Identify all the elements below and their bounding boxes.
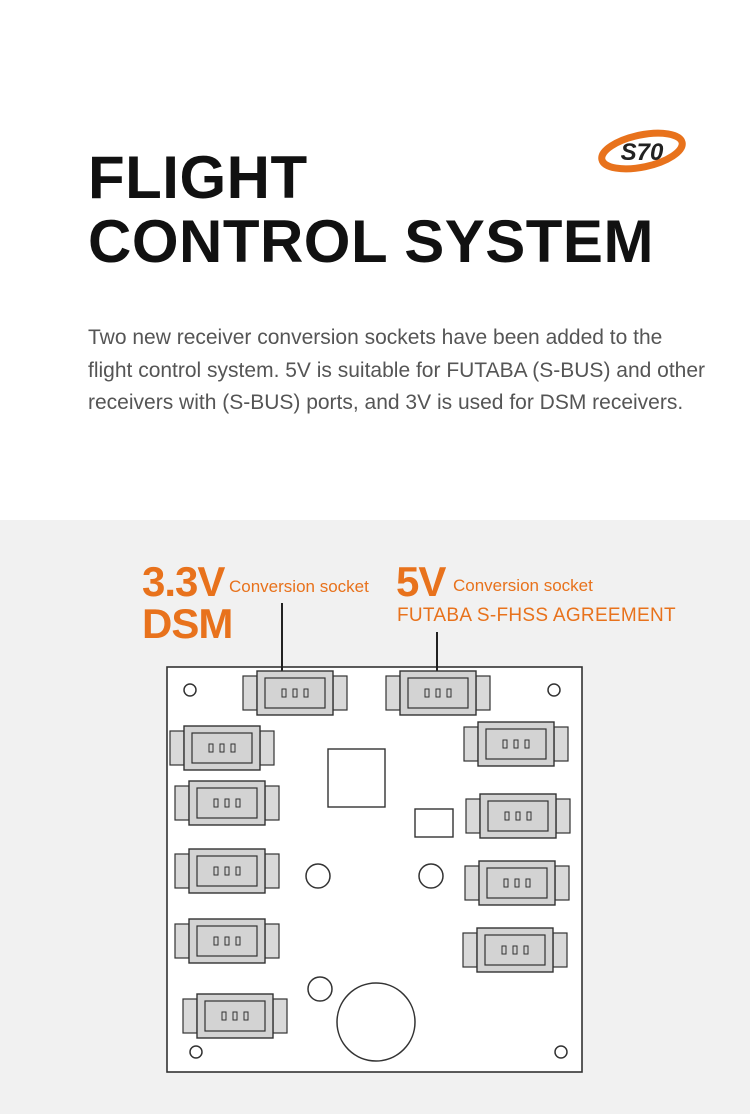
mount-hole: [189, 1045, 203, 1059]
connector-left: [174, 918, 280, 964]
buzzer-circle: [336, 982, 416, 1062]
connector-left: [169, 725, 275, 771]
connector-left: [182, 993, 288, 1039]
title-line-2: CONTROL SYSTEM: [88, 208, 654, 275]
connector-right: [462, 927, 568, 973]
intro-section: [0, 0, 750, 520]
label-3v3-voltage: 3.3V: [142, 558, 225, 605]
label-5v-caption: Conversion socket: [453, 576, 593, 595]
label-dsm: DSM: [142, 600, 233, 647]
s70-logo-icon: S70: [598, 129, 686, 173]
board-hole: [305, 863, 331, 889]
logo-text: S70: [621, 139, 664, 166]
label-futaba-agreement: FUTABA S-FHSS AGREEMENT: [397, 605, 676, 626]
board-hole: [307, 976, 333, 1002]
mount-hole: [547, 683, 561, 697]
connector-3v3-socket: [242, 670, 348, 716]
connector-right: [463, 721, 569, 767]
description-text: Two new receiver conversion sockets have…: [88, 326, 706, 414]
connector-left: [174, 780, 280, 826]
connector-right: [464, 860, 570, 906]
label-3v3-caption: Conversion socket: [229, 577, 369, 596]
processor-chip: [327, 748, 386, 808]
page-title: FLIGHT CONTROL SYSTEM: [88, 146, 654, 274]
mount-hole: [554, 1045, 568, 1059]
mount-hole: [183, 683, 197, 697]
board-hole: [418, 863, 444, 889]
label-5v-voltage: 5V: [396, 558, 446, 605]
small-chip: [414, 808, 454, 838]
connector-5v-socket: [385, 670, 491, 716]
connector-left: [174, 848, 280, 894]
connector-right: [465, 793, 571, 839]
title-line-1: FLIGHT: [88, 144, 308, 211]
